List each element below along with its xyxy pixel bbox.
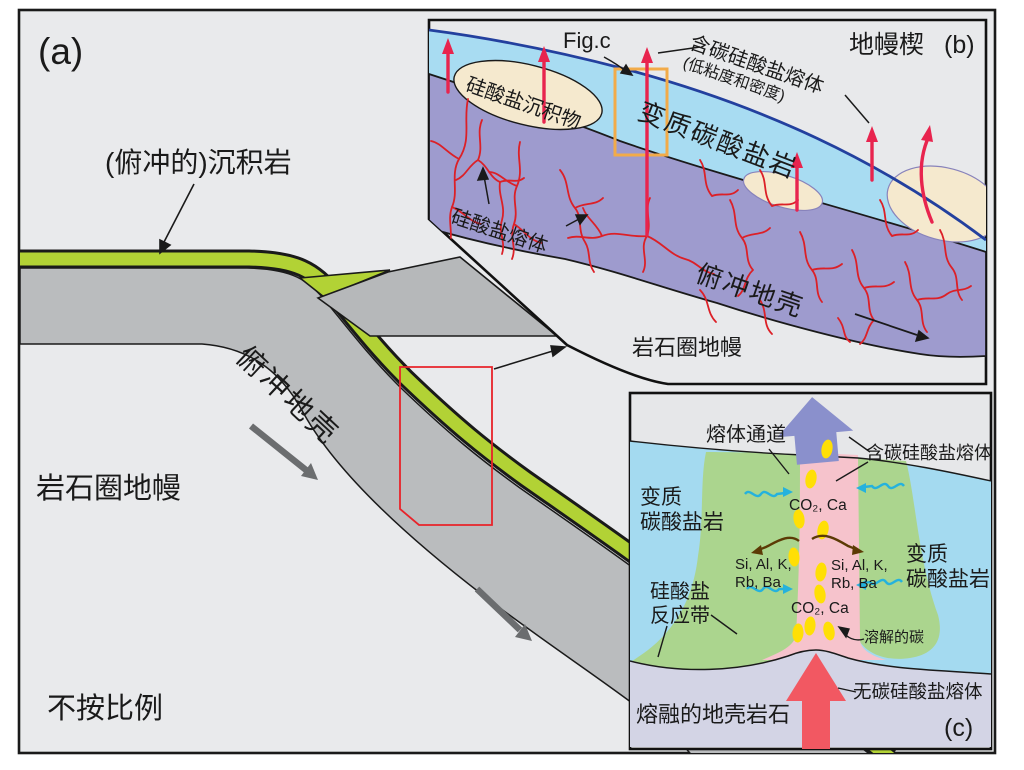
meta-carb-right-line1: 变质 (906, 543, 948, 566)
melt-ascent-arrows (442, 38, 934, 237)
melt-channel-label: 熔体通道 (706, 424, 786, 446)
elements-label-left: Si, Al, K, Rb, Ba (735, 556, 792, 591)
metamorphic-carbonate-left-label: 变质 碳酸盐岩 (640, 486, 724, 536)
carbonated-melt-label-c: 含碳硅酸盐熔体 (866, 443, 992, 463)
reaction-zone-left (630, 452, 800, 672)
fig-c-ref-label: Fig.c (563, 28, 611, 53)
reaction-zone-line1: 硅酸盐 (650, 581, 710, 603)
panel-c-pointers (657, 436, 871, 693)
reaction-zone-right (858, 458, 940, 659)
element-flux-arrows (751, 534, 864, 555)
lithospheric-mantle-label-a: 岩石圈地幔 (36, 473, 182, 505)
reaction-zone-label: 硅酸盐 反应带 (650, 581, 710, 628)
carbon-free-melt-arrow (786, 653, 846, 749)
co2-ca-label-lower: CO₂, Ca (791, 600, 849, 617)
panel-c-drawing (628, 391, 993, 751)
elements-left-line1: Si, Al, K, (735, 556, 792, 573)
metamorphic-carbonate-right-label: 变质 碳酸盐岩 (906, 543, 990, 593)
plate-motion-arrows (248, 423, 532, 641)
zoom-region-rect (399, 366, 493, 526)
mantle-wedge-label: 地幔楔 (849, 31, 925, 59)
sediment-lenses (453, 59, 986, 243)
elements-right-line1: Si, Al, K, (831, 557, 888, 574)
panel-b-drawing (427, 18, 988, 386)
panel-c-tag: (c) (944, 714, 974, 742)
meta-carb-right-line2: 碳酸盐岩 (906, 567, 990, 591)
meta-carb-left-line1: 变质 (640, 486, 682, 509)
co2-flux-arrows (744, 482, 905, 594)
melt-channel-shape (762, 452, 886, 660)
overriding-crust-wedge (316, 256, 560, 337)
molten-crust-label: 熔融的地壳岩石 (636, 702, 791, 727)
ascending-melt-arrow (777, 397, 854, 465)
carbon-free-melt-label: 无碳硅酸盐熔体 (853, 681, 983, 702)
reaction-zone-line2: 反应带 (650, 604, 710, 627)
meta-carb-left-line2: 碳酸盐岩 (640, 510, 724, 534)
sediment-pointer-arrow (159, 183, 195, 255)
panel-b-pointers (476, 46, 930, 343)
dissolved-carbon-label: 溶解的碳 (864, 629, 925, 646)
dissolved-carbon-blobs (788, 439, 835, 643)
fig-c-highlight-rect (613, 67, 669, 157)
silicate-melt-network (429, 98, 972, 345)
panel-a-tag: (a) (38, 31, 84, 72)
co2-ca-label-upper: CO₂, Ca (789, 497, 847, 514)
elements-right-line2: Rb, Ba (831, 574, 877, 592)
not-to-scale-label: 不按比例 (47, 693, 164, 725)
elements-left-line2: Rb, Ba (735, 573, 781, 591)
carbonate-top-line (429, 28, 986, 242)
molten-crust-top-line (630, 649, 991, 675)
panel-b-tag: (b) (944, 31, 975, 59)
elements-label-right: Si, Al, K, Rb, Ba (831, 557, 888, 592)
subducted-crust-layer (429, 72, 986, 358)
lithospheric-mantle-label-b: 岩石圈地幔 (632, 335, 743, 360)
subducted-sediment-label: (俯冲的)沉积岩 (105, 147, 292, 178)
zoom-link-arrow (493, 345, 568, 370)
